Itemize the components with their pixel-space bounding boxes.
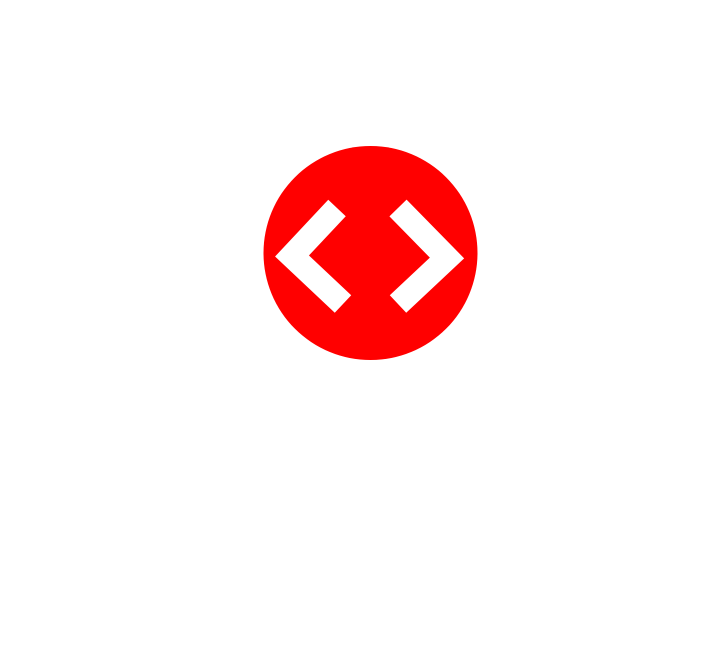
- code-embed-icon: [263, 146, 478, 360]
- chevron-left-icon: [275, 199, 352, 313]
- chevron-right-icon: [389, 199, 465, 313]
- embed-button-circle: [263, 146, 478, 360]
- embed-code-button[interactable]: [263, 146, 478, 360]
